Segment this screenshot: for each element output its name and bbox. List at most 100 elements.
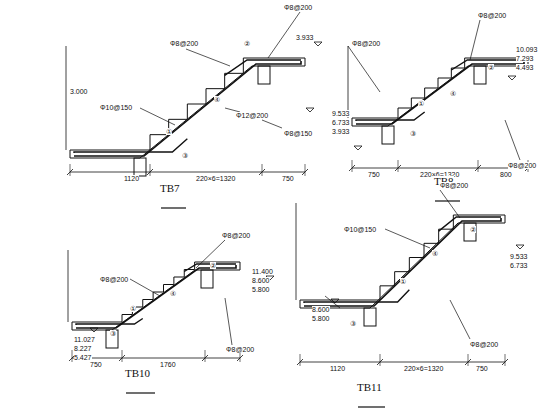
drawing-label: 1120	[124, 175, 139, 182]
leader-line	[196, 240, 225, 268]
leader-line	[505, 120, 520, 160]
drawing-label: ②	[488, 64, 494, 71]
beam	[364, 308, 376, 326]
leader-line	[262, 120, 282, 128]
extension-line	[505, 354, 506, 366]
leader-line	[348, 46, 380, 92]
extension-line	[300, 354, 301, 366]
section-title: TB7	[160, 183, 180, 194]
slab-end	[505, 215, 506, 223]
drawing-label: ①	[130, 305, 136, 312]
drawing-label: ①	[418, 100, 424, 107]
slab-underside	[352, 66, 528, 126]
drawing-label: Φ8@200	[284, 4, 312, 11]
extension-line	[398, 160, 399, 172]
title-underline	[161, 207, 186, 208]
drawing-label: ②	[470, 226, 476, 233]
beam	[464, 223, 476, 241]
leader-line	[440, 190, 460, 218]
drawing-label: 9.533	[332, 110, 350, 117]
drawing-label: Φ8@200	[226, 346, 254, 353]
drawing-label: ①	[400, 278, 406, 285]
drawing-label: 9.533	[510, 253, 528, 260]
leader-line	[130, 279, 160, 296]
drawing-label: 11.027	[74, 336, 95, 343]
slab-underside	[300, 223, 505, 308]
stair-section	[68, 250, 243, 393]
beam	[201, 270, 213, 288]
elevation-mark	[508, 76, 516, 80]
drawing-label: 5.800	[312, 315, 330, 322]
drawing-label: 3.933	[332, 128, 350, 135]
drawing-label: Φ8@200	[352, 40, 380, 47]
rebar-bottom	[304, 218, 501, 306]
beam	[474, 66, 486, 84]
drawing-label: 800	[500, 171, 512, 178]
leader-line	[470, 20, 480, 60]
drawing-label: 220×6=1320	[404, 365, 443, 372]
stair-top	[72, 262, 240, 322]
leader-line	[186, 49, 230, 66]
drawing-label: 750	[282, 175, 294, 182]
drawing-label: ③	[350, 320, 356, 327]
drawing-label: ②	[244, 40, 250, 47]
drawing-label: 750	[368, 171, 380, 178]
leader-line	[140, 108, 175, 125]
rebar-top	[225, 60, 301, 75]
slab-end	[70, 150, 71, 158]
rebar-bottom	[74, 61, 301, 156]
beam	[258, 66, 270, 84]
stair-section	[348, 46, 531, 201]
drawing-label: 750	[476, 365, 488, 372]
drawing-label: 10.093	[516, 46, 537, 53]
elevation-line	[68, 250, 69, 322]
extension-line	[305, 164, 306, 176]
drawing-label: ③	[182, 152, 188, 159]
title-underline	[126, 392, 155, 393]
leader-line	[385, 229, 430, 248]
drawing-label: Φ10@150	[100, 104, 132, 111]
drawing-label: 750	[90, 361, 102, 368]
drawing-label: ③	[110, 330, 116, 337]
stair-section	[296, 203, 508, 407]
rebar-top	[451, 60, 524, 70]
drawing-label: 8.600	[312, 306, 330, 313]
elevation-mark	[314, 42, 322, 46]
rebar-top	[356, 112, 425, 121]
drawing-label: ①	[166, 128, 172, 135]
beam	[106, 330, 118, 348]
elevation-line	[66, 46, 67, 150]
extension-line	[262, 164, 263, 176]
rebar-top	[74, 139, 187, 153]
drawing-label: 1120	[330, 365, 345, 372]
slab-end	[72, 322, 73, 330]
drawing-label: 11.400	[252, 268, 273, 275]
slab-end	[305, 58, 306, 66]
dimension-line	[300, 362, 505, 363]
drawing-label: Φ8@200	[100, 276, 128, 283]
drawing-label: Φ8@200	[440, 182, 468, 189]
drawing-label: ④	[432, 250, 438, 257]
extension-line	[150, 164, 151, 176]
slab-underside	[70, 66, 305, 158]
drawing-label: 8.227	[74, 345, 92, 352]
stair-top	[300, 215, 505, 300]
drawing-label: Φ8@200	[470, 341, 498, 348]
rebar-bottom	[356, 61, 524, 124]
drawing-label: 8.600	[252, 277, 270, 284]
leader-line	[450, 300, 470, 339]
drawing-label: 6.733	[332, 119, 350, 126]
drawing-label: ④	[450, 90, 456, 97]
extension-line	[352, 160, 353, 172]
drawing-label: 5.427	[74, 354, 92, 361]
extension-line	[478, 160, 479, 172]
drawing-label: 5.800	[252, 286, 270, 293]
dimension-line	[352, 168, 528, 169]
drawing-label: Φ8@200	[170, 40, 198, 47]
rebar-top	[304, 290, 409, 303]
extension-line	[122, 350, 123, 362]
title-underline	[358, 406, 385, 407]
stair-section	[66, 46, 308, 208]
extension-line	[468, 354, 469, 366]
